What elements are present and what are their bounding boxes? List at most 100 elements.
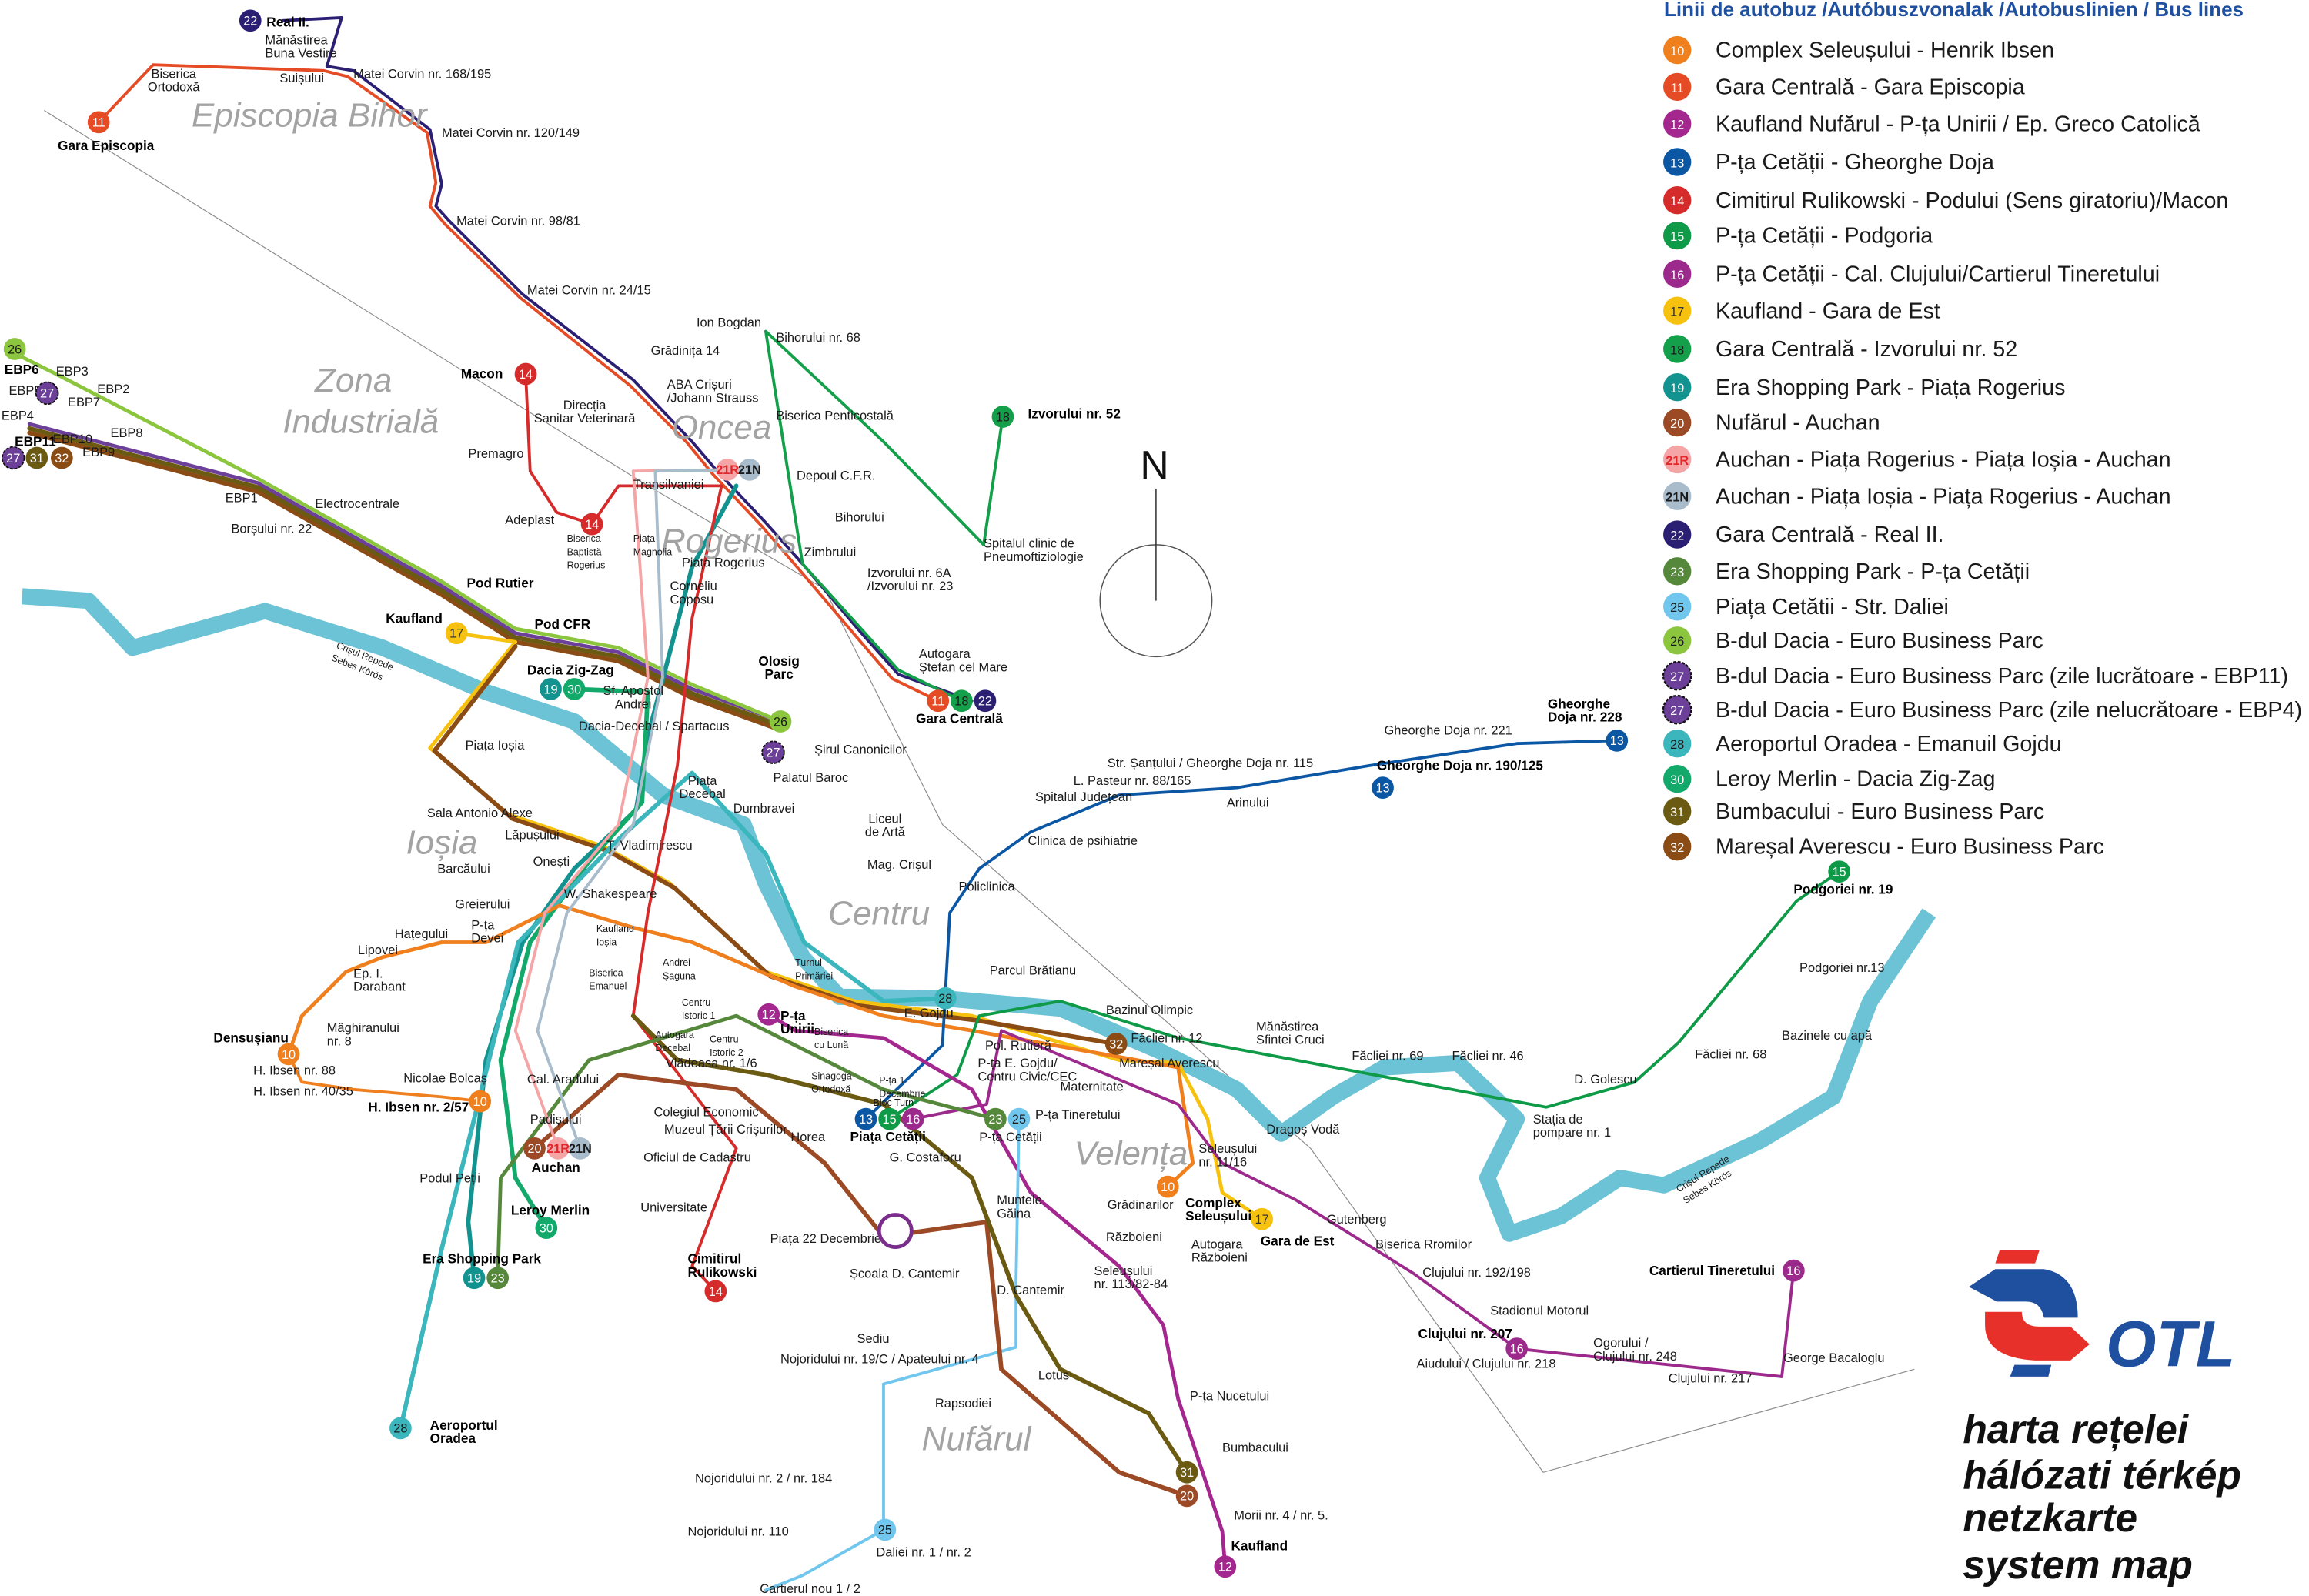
stop-label: Borșului nr. 22 [231, 523, 312, 536]
stop-label-line: Pneumoftiziologie [984, 550, 1084, 564]
terminus-badge-23: 23 [984, 1107, 1007, 1130]
line-badge-number: 25 [1012, 1113, 1026, 1127]
line-badge-number: 30 [567, 683, 581, 696]
stop-label: Str. Șanțului / Gheorghe Doja nr. 115 [1108, 756, 1313, 770]
stop-label: EBP1 [226, 491, 258, 505]
line-badge-circle [878, 1107, 901, 1130]
line-badge-number: 15 [1670, 230, 1684, 244]
stop-label: Clinica de psihiatrie [1028, 834, 1138, 848]
line-badge-circle [239, 9, 262, 32]
stop-label: Grădinarilor [1108, 1198, 1174, 1212]
stop-label-line: Darabant [353, 980, 406, 994]
line-badge-number: 16 [906, 1113, 920, 1127]
line-badge-number: 15 [883, 1113, 897, 1127]
stop-label-line: Centru [682, 997, 710, 1008]
stop-label: P-ța Cetății [979, 1130, 1041, 1144]
terminus-badge-17: 17 [1251, 1207, 1274, 1230]
stop-label: P-ța E. Gojdu/Centru Civic/CEC [977, 1057, 1077, 1083]
stop-label: Clujului nr. 192/198 [1422, 1266, 1531, 1280]
terminus-badge-16: 16 [1783, 1259, 1805, 1282]
line-badge-circle [1251, 1207, 1274, 1230]
stop-label-line: Seleușului [1094, 1264, 1153, 1278]
line-badge-circle [87, 111, 110, 134]
stop-label: George Bacaloglu [1783, 1351, 1885, 1365]
terminus-badge-27: 27 [1, 446, 25, 470]
line-badge-circle [25, 446, 48, 469]
line-badge-circle [984, 1107, 1007, 1130]
stop-label: Parcul Brătianu [990, 964, 1076, 978]
legend-label: Kaufland Nufărul - P-ța Unirii / Ep. Gre… [1716, 112, 2200, 136]
line-badge-number: 28 [938, 992, 952, 1006]
stop-label-line: nr. 8 [327, 1034, 352, 1048]
stop-label: Suișului [279, 72, 324, 85]
line-badge-circle [1372, 776, 1394, 799]
line-badge-circle [1104, 1033, 1128, 1055]
stop-label: Bazinul Olimpic [1106, 1003, 1193, 1017]
legend-label: B-dul Dacia - Euro Business Parc (zile l… [1716, 664, 2288, 689]
stop-label-line: P-ța [471, 918, 495, 932]
line-badge-number: 23 [1670, 566, 1684, 579]
stop-label: EBP11 [15, 434, 56, 449]
terminus-badge-23: 23 [486, 1267, 510, 1290]
terminus-badge-12: 12 [1214, 1555, 1237, 1578]
stop-label: Bihorului nr. 68 [776, 331, 860, 345]
slogan-line: harta rețelei [1963, 1407, 2189, 1452]
stop-label: Vlădeasa nr. 1/6 [666, 1057, 757, 1070]
line-badge-circle [1663, 186, 1692, 215]
line-badge-circle [1663, 832, 1692, 861]
line-badge-circle [389, 1417, 412, 1440]
line-badge-circle [469, 1090, 492, 1113]
stop-label: Daliei nr. 1 / nr. 2 [876, 1545, 971, 1559]
stop-label-line: Autogara [919, 647, 971, 661]
terminus-badge-14: 14 [704, 1280, 727, 1303]
stop-label-line: Izvorului nr. 6A [867, 566, 951, 580]
stop-label: Dumbravei [733, 802, 794, 816]
stop-label: Rapsodiei [935, 1397, 991, 1411]
line-badge-number: 26 [1670, 635, 1684, 649]
stop-label: Matei Corvin nr. 120/149 [442, 126, 580, 140]
stop-label-line: Buna Vestire [265, 47, 336, 61]
line-badge-number: 10 [473, 1095, 487, 1109]
line-badge-circle [901, 1107, 924, 1130]
line-badge-circle [51, 446, 73, 469]
stop-label-line: Autogara [655, 1030, 694, 1040]
stop-label: Morii nr. 4 / nr. 5. [1234, 1508, 1328, 1522]
stop-label-line: Seleușului [1198, 1142, 1257, 1156]
river-crisul-repede [21, 588, 1936, 1242]
stop-label: Barcăului [437, 863, 490, 876]
line-badge-number: 31 [1180, 1466, 1194, 1480]
stop-label-line: Decembrie [879, 1088, 925, 1099]
line-badge-number: 17 [449, 627, 463, 641]
stop-label-line: Direcția [563, 399, 607, 412]
line-badge-circle [1663, 764, 1692, 793]
line-badge-circle [563, 678, 586, 700]
stop-label: Grădinița 14 [651, 344, 720, 358]
stop-label: Pod Rutier [467, 575, 534, 590]
line-badge-circle [1828, 860, 1851, 883]
terminus-badge-19: 19 [463, 1267, 486, 1290]
legend-badge: 13 [1663, 148, 1692, 176]
line-badge-number: 11 [92, 116, 105, 130]
legend-label: Nufărul - Auchan [1716, 411, 1880, 436]
slogan-line: system map [1963, 1542, 2193, 1587]
line-badge-circle [3, 338, 26, 360]
line-badge-circle [1663, 221, 1692, 250]
line-badge-number: 11 [1671, 82, 1684, 95]
line-badge-circle [974, 689, 997, 713]
line-badge-number: 10 [1670, 45, 1684, 58]
terminus-badge-11: 11 [87, 111, 110, 134]
